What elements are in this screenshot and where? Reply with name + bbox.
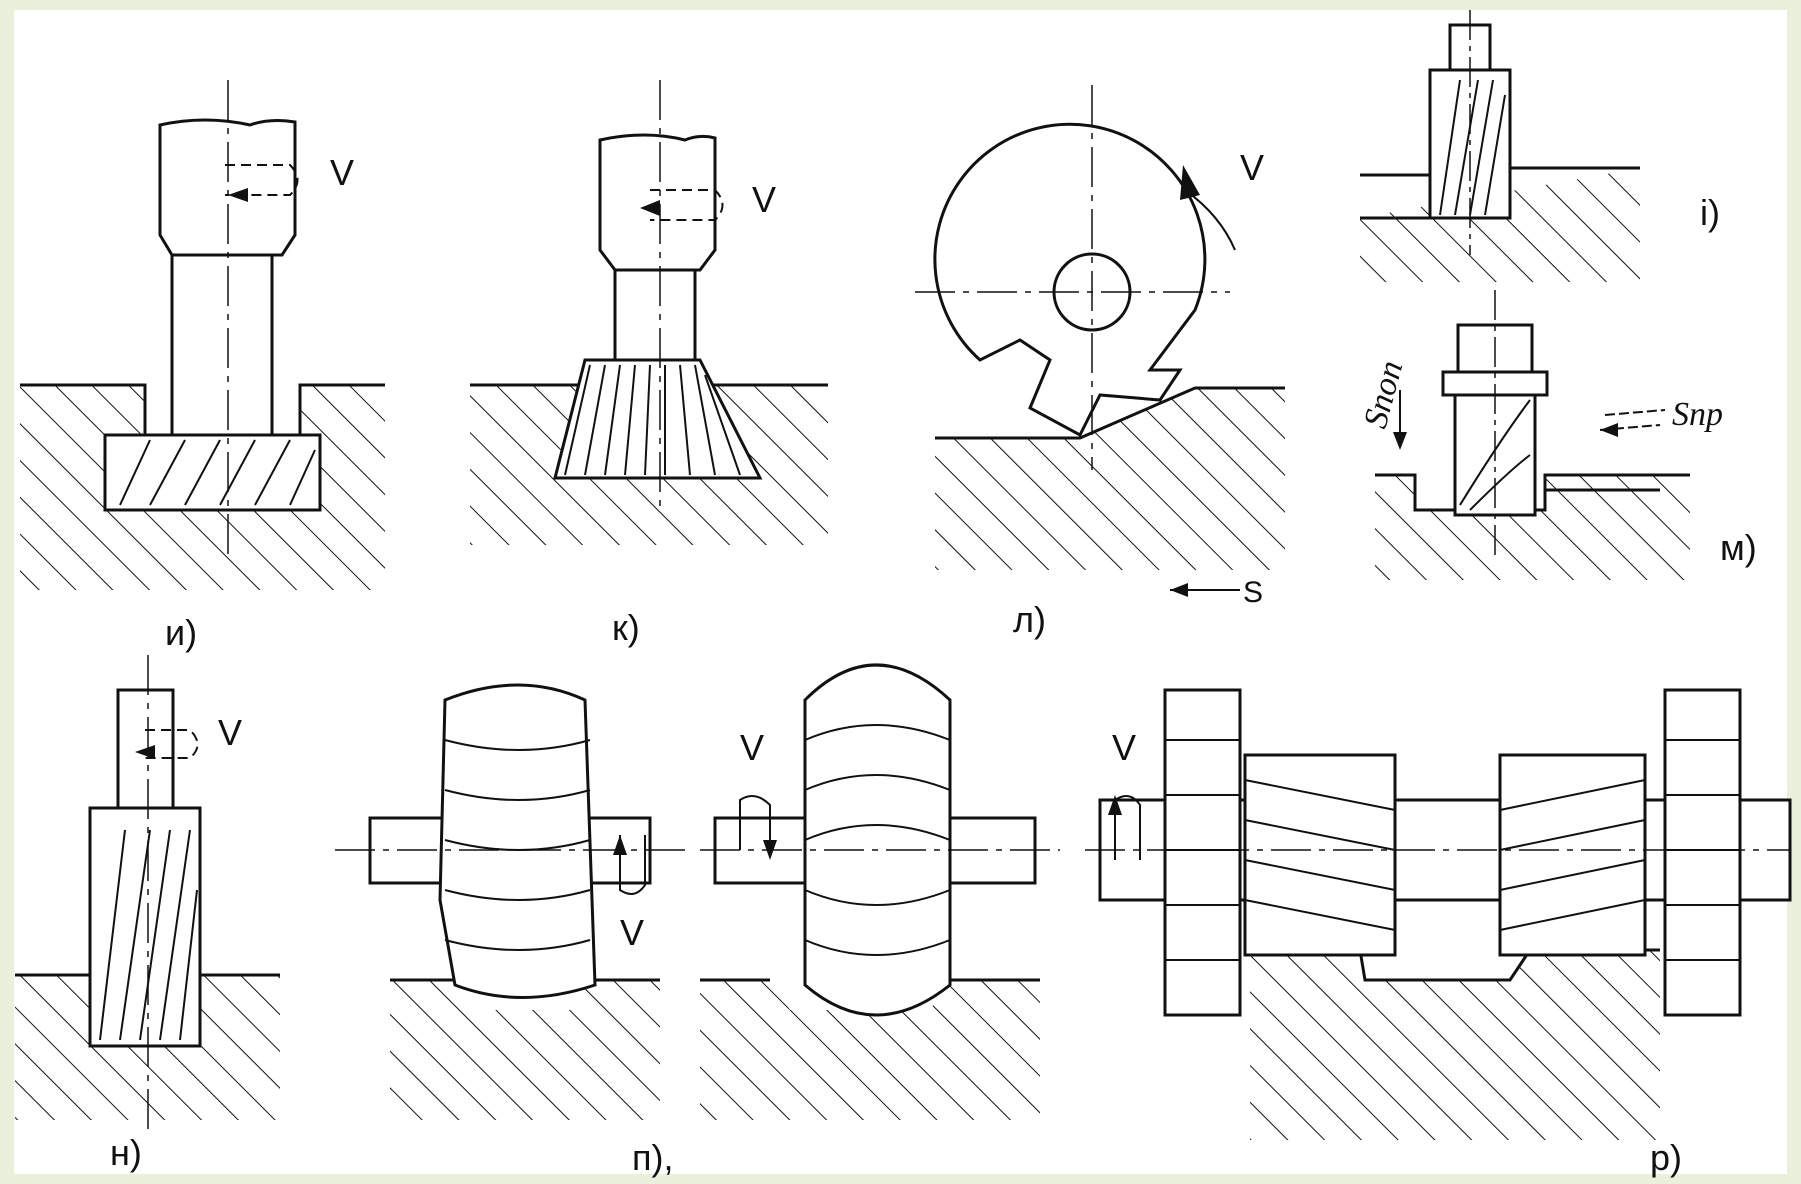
panel-i2: i) — [1360, 10, 1720, 282]
panel-r-motion-label: V — [1112, 727, 1136, 768]
panel-i-label: и) — [165, 612, 197, 653]
panel-i: V и) — [20, 80, 385, 653]
panel-m-label: м) — [1720, 527, 1757, 568]
panel-n-motion-label: V — [218, 712, 242, 753]
panel-r: V р) — [1085, 688, 1792, 1178]
panel-i2-label: i) — [1700, 192, 1720, 233]
panel-i-motion-label: V — [330, 152, 354, 193]
panel-l-motion-label: V — [1240, 147, 1264, 188]
panel-p-motion-a: V — [740, 727, 764, 768]
panel-m-feed-vertical: Sпоп — [1357, 357, 1410, 432]
panel-l-label: л) — [1013, 599, 1046, 640]
panel-n-label: н) — [110, 1132, 142, 1173]
panel-l-feed-label: S — [1243, 576, 1263, 609]
panel-p-motion-b: V — [620, 912, 644, 953]
panel-r-label: р) — [1650, 1137, 1682, 1178]
panel-p: V V п), — [335, 663, 1060, 1178]
panel-k: V к) — [470, 80, 828, 648]
panel-l: V S л) — [915, 85, 1285, 640]
panel-m: Sпоп Sпр м) — [1357, 290, 1757, 580]
panel-p-label: п), — [632, 1137, 673, 1178]
panel-n: V н) — [15, 655, 280, 1173]
panel-k-motion-label: V — [752, 179, 776, 220]
panel-k-label: к) — [612, 607, 640, 648]
panel-m-feed-horizontal: Sпр — [1672, 396, 1723, 433]
